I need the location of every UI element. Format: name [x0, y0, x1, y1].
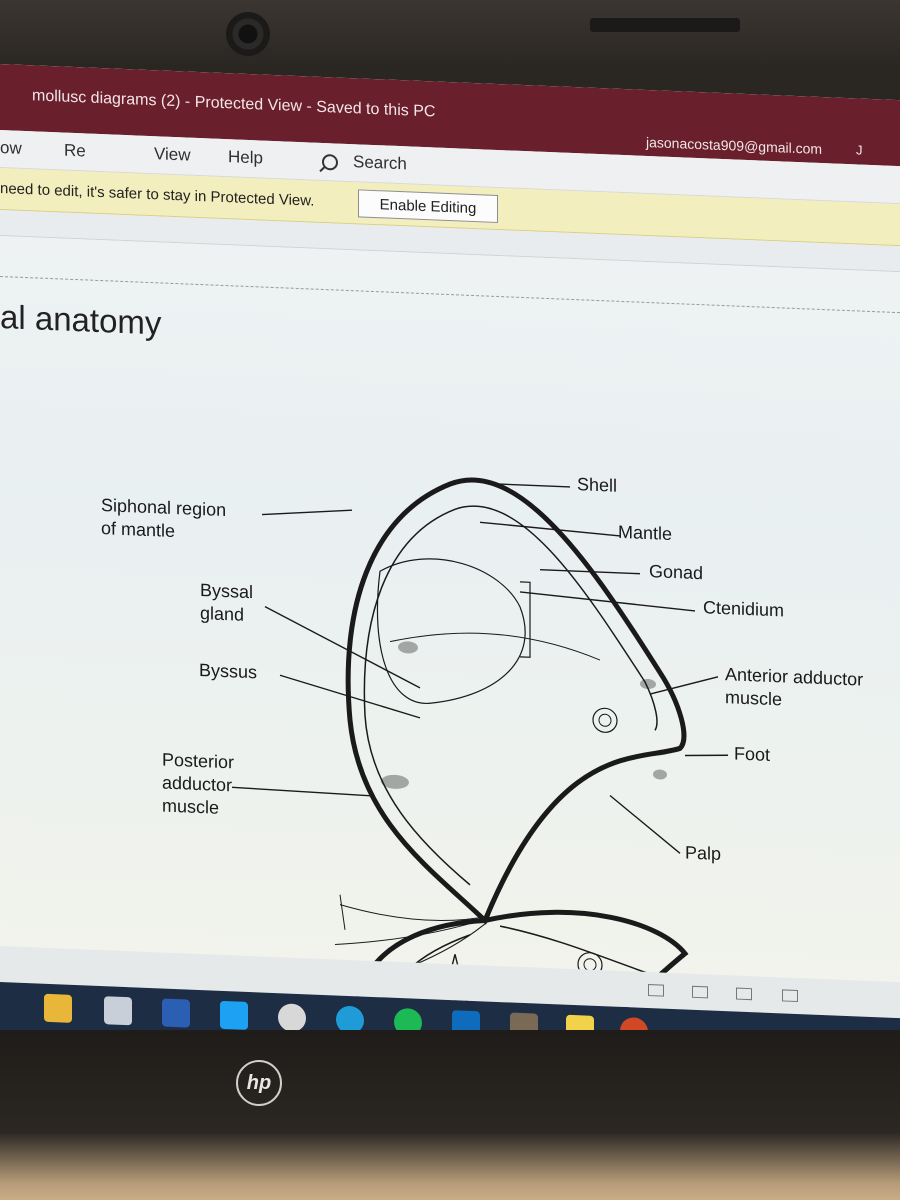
file-explorer-icon[interactable] [44, 993, 72, 1023]
word-icon[interactable] [162, 998, 190, 1028]
label-ctenidium: Ctenidium [703, 597, 785, 621]
laptop-screen: mollusc diagrams (2) - Protected View - … [0, 64, 900, 1067]
label-byssal-gland: Byssal [200, 580, 254, 603]
account-avatar[interactable]: J [856, 142, 863, 158]
chrome-icon[interactable] [278, 1003, 306, 1033]
label-shell: Shell [577, 474, 618, 496]
label-byssal-gland-line2: gland [200, 603, 245, 625]
account-email[interactable]: jasonacosta909@gmail.com [646, 133, 823, 158]
bezel-strip [590, 18, 740, 32]
tab-view[interactable]: View [154, 144, 191, 165]
laptop-top-bezel [0, 0, 900, 64]
tab-help[interactable]: Help [228, 147, 263, 168]
mollusc-diagram: Shell Siphonal region of mantle Mantle G… [0, 436, 900, 1067]
microsoft-store-icon[interactable] [104, 996, 132, 1026]
twitter-icon[interactable] [220, 1000, 248, 1030]
label-siphonal-region-line2: of mantle [101, 518, 176, 542]
search-icon[interactable] [322, 153, 338, 171]
label-foot: Foot [734, 743, 771, 765]
protected-view-message: need to edit, it's safer to stay in Prot… [0, 180, 315, 210]
label-posterior-adductor-line3: muscle [162, 795, 220, 818]
document-title: mollusc diagrams (2) - Protected View - … [32, 87, 436, 121]
tab-slideshow[interactable]: ow [0, 138, 22, 158]
normal-view-icon[interactable] [648, 984, 664, 997]
slide-title: al anatomy [0, 298, 162, 342]
reading-view-icon[interactable] [736, 987, 752, 1001]
enable-editing-button[interactable]: Enable Editing [358, 189, 498, 224]
label-mantle: Mantle [618, 521, 673, 544]
webcam [226, 12, 270, 56]
laptop-bottom-bezel: hp [0, 1030, 900, 1200]
tab-review[interactable]: Re [64, 140, 86, 161]
search-label[interactable]: Search [353, 152, 407, 174]
slide-canvas[interactable]: al anatomy [0, 236, 900, 1067]
label-byssus: Byssus [199, 659, 258, 683]
slideshow-view-icon[interactable] [782, 989, 798, 1003]
hp-logo: hp [236, 1060, 282, 1106]
label-posterior-adductor-line2: adductor [162, 772, 233, 796]
label-gonad: Gonad [649, 561, 704, 584]
label-anterior-adductor-line2: muscle [725, 687, 783, 710]
slide-sorter-icon[interactable] [692, 985, 708, 999]
label-posterior-adductor: Posterior [162, 749, 235, 773]
label-palp: Palp [685, 842, 722, 864]
